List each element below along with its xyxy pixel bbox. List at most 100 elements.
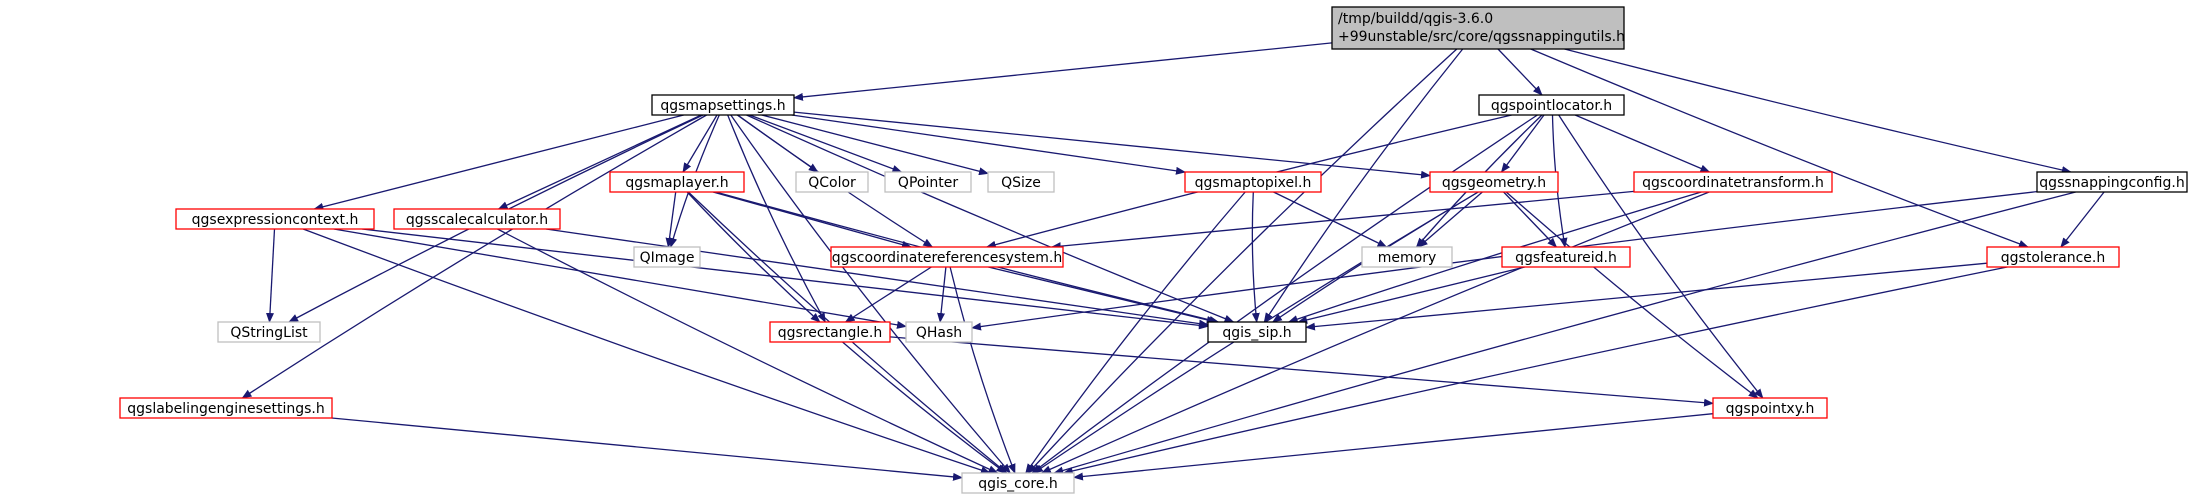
edge-qgsmapsettings-to-qgsexpressioncontext [313,114,684,211]
edge-qgsscalecalculator-to-qgis_sip [545,228,1209,328]
node-memory: memory [1361,246,1453,268]
edge-qgsexpressioncontext-to-qhash [333,228,907,329]
node-qgsmaplayer-box [609,171,745,193]
node-qgsmaplayer[interactable]: qgsmaplayer.h [609,171,745,193]
node-qgis_core-box [961,472,1075,494]
edge-qgstolerance-to-qgis_core [1062,266,2008,475]
edge-qgsmaptopixel-to-memory [1273,191,1388,248]
edge-qgspointlocator-to-qgsgeometry [1500,114,1545,173]
edge-qgsmaptopixel-to-qgis_core [1025,191,1246,474]
edge-qgscoordinatereferencesystem-to-qgsrectangle [844,266,932,323]
edge-root-to-qgspointlocator [1497,48,1543,96]
edge-qgsexpressioncontext-to-qgis_sip [361,228,1209,330]
edge-qgsmaplayer-to-qgscoordinatereferencesystem [712,191,912,249]
edge-qgsgeometry-to-memory [1417,191,1483,248]
node-qimage-box [633,246,701,268]
edge-qgsexpressioncontext-to-qgis_core [302,228,991,474]
edge-qgsmapsettings-to-qgis_sip [746,114,1235,323]
node-qgscoordinatereferencesystem-box [830,246,1064,268]
edge-qgsmapsettings-to-qgslabelingenginesettings [241,114,707,399]
node-qgis_core: qgis_core.h [961,472,1075,494]
node-qgsgeometry[interactable]: qgsgeometry.h [1429,171,1559,193]
node-qgsrectangle[interactable]: qgsrectangle.h [769,321,891,343]
node-qimage: QImage [633,246,701,268]
node-qgsmapsettings-label: qgsmapsettings.h [660,98,785,114]
node-qsize-box [987,171,1055,193]
edge-qgspointlocator-to-qgscoordinatetransform [1574,114,1711,173]
edge-qgsfeatureid-to-qgis_sip [1297,266,1525,324]
node-qstringlist: QStringList [217,321,321,343]
node-qsize: QSize [987,171,1055,193]
node-qgsexpressioncontext[interactable]: qgsexpressioncontext.h [175,208,375,230]
edge-qgsmapsettings-to-qpointer [749,114,903,173]
node-qgspointxy[interactable]: qgspointxy.h [1712,397,1828,419]
node-qgstolerance[interactable]: qgstolerance.h [1986,246,2120,268]
edge-qgssnappingconfig-to-qgstolerance [2060,191,2105,248]
node-qgscoordinatetransform[interactable]: qgscoordinatetransform.h [1633,171,1833,193]
edge-root-to-qgstolerance [1530,48,2029,248]
node-qgstolerance-box [1986,246,2120,268]
edge-qgspointxy-to-qgis_core [1073,413,1714,481]
node-qhash: QHash [905,321,973,343]
nodes: /tmp/buildd/qgis-3.6.0+99unstable/src/co… [119,6,2188,494]
node-qgsgeometry-box [1429,171,1559,193]
edge-qgscoordinatetransform-to-qgscoordinatereferencesystem [1050,190,1635,251]
node-qgsmapsettings[interactable]: qgsmapsettings.h [651,94,795,116]
node-qgscoordinatetransform-box [1633,171,1833,193]
node-qgsmaptopixel-label: qgsmaptopixel.h [1195,175,1312,191]
node-qgsfeatureid[interactable]: qgsfeatureid.h [1501,246,1631,268]
node-qhash-box [905,321,973,343]
node-qgsscalecalculator-label: qgsscalecalculator.h [406,212,548,228]
node-qgspointxy-box [1712,397,1828,419]
node-qgsrectangle-label: qgsrectangle.h [778,325,882,341]
node-qgsmaptopixel-box [1184,171,1322,193]
edge-qgsmapsettings-to-qgsmaplayer [682,114,718,173]
edge-qgsexpressioncontext-to-qstringlist [265,228,276,323]
edge-qgsrectangle-to-qgspointxy [889,336,1714,407]
edge-qgsmaplayer-to-qimage [665,191,677,248]
edge-qgsmapsettings-to-qgis_core [730,114,1011,474]
node-qgspointlocator-box [1478,94,1625,116]
node-qpointer-box [884,171,972,193]
edges [241,42,2105,481]
node-qgsscalecalculator[interactable]: qgsscalecalculator.h [393,208,561,230]
node-qgsscalecalculator-box [393,208,561,230]
edge-qgsscalecalculator-to-qgis_core [497,228,999,474]
node-qgsrectangle-box [769,321,891,343]
node-qcolor-box [795,171,869,193]
node-qgssnappingconfig-box [2036,171,2188,193]
edge-qgsgeometry-to-qgsfeatureid [1503,191,1558,248]
node-qhash-label: QHash [916,325,962,341]
node-root-label-line2: +99unstable/src/core/qgssnappingutils.h [1338,29,1625,45]
node-qgspointlocator[interactable]: qgspointlocator.h [1478,94,1625,116]
edge-root-to-qgis_core [1027,48,1458,474]
edge-qgscoordinatereferencesystem-to-qgis_core [949,266,1016,474]
edge-qgstolerance-to-qgis_sip [1305,262,1988,331]
node-qgsmaptopixel[interactable]: qgsmaptopixel.h [1184,171,1322,193]
edge-qgsmapsettings-to-qgsgeometry [793,111,1431,179]
edge-root-to-qgsmapsettings [793,42,1333,101]
edge-qgsmapsettings-to-qgsscalecalculator [497,114,702,210]
node-qgspointlocator-label: qgspointlocator.h [1491,98,1612,114]
node-qgis_core-label: qgis_core.h [978,476,1058,492]
node-qgis_sip-box [1207,321,1307,343]
node-qgspointxy-label: qgspointxy.h [1726,401,1815,417]
node-qcolor-label: QColor [808,175,856,191]
edge-qgscoordinatereferencesystem-to-qgis_sip [988,266,1217,324]
node-qgslabelingenginesettings-label: qgslabelingenginesettings.h [127,401,324,417]
node-qimage-label: QImage [640,250,695,266]
node-qpointer: QPointer [884,171,972,193]
node-root: /tmp/buildd/qgis-3.6.0+99unstable/src/co… [1331,6,1625,50]
node-qgssnappingconfig[interactable]: qgssnappingconfig.h [2036,171,2188,193]
node-qstringlist-label: QStringList [230,325,308,341]
node-qgslabelingenginesettings[interactable]: qgslabelingenginesettings.h [119,397,333,419]
edge-qgspointlocator-to-qgis_core [1031,114,1538,474]
node-qgscoordinatereferencesystem[interactable]: qgscoordinatereferencesystem.h [830,246,1064,268]
edge-qgsmapsettings-to-qsize [761,114,989,176]
node-qgis_sip[interactable]: qgis_sip.h [1207,321,1307,343]
node-memory-label: memory [1378,250,1437,266]
node-qstringlist-box [217,321,321,343]
edge-qgsmapsettings-to-qgsmaptopixel [791,114,1186,175]
node-qgslabelingenginesettings-box [119,397,333,419]
